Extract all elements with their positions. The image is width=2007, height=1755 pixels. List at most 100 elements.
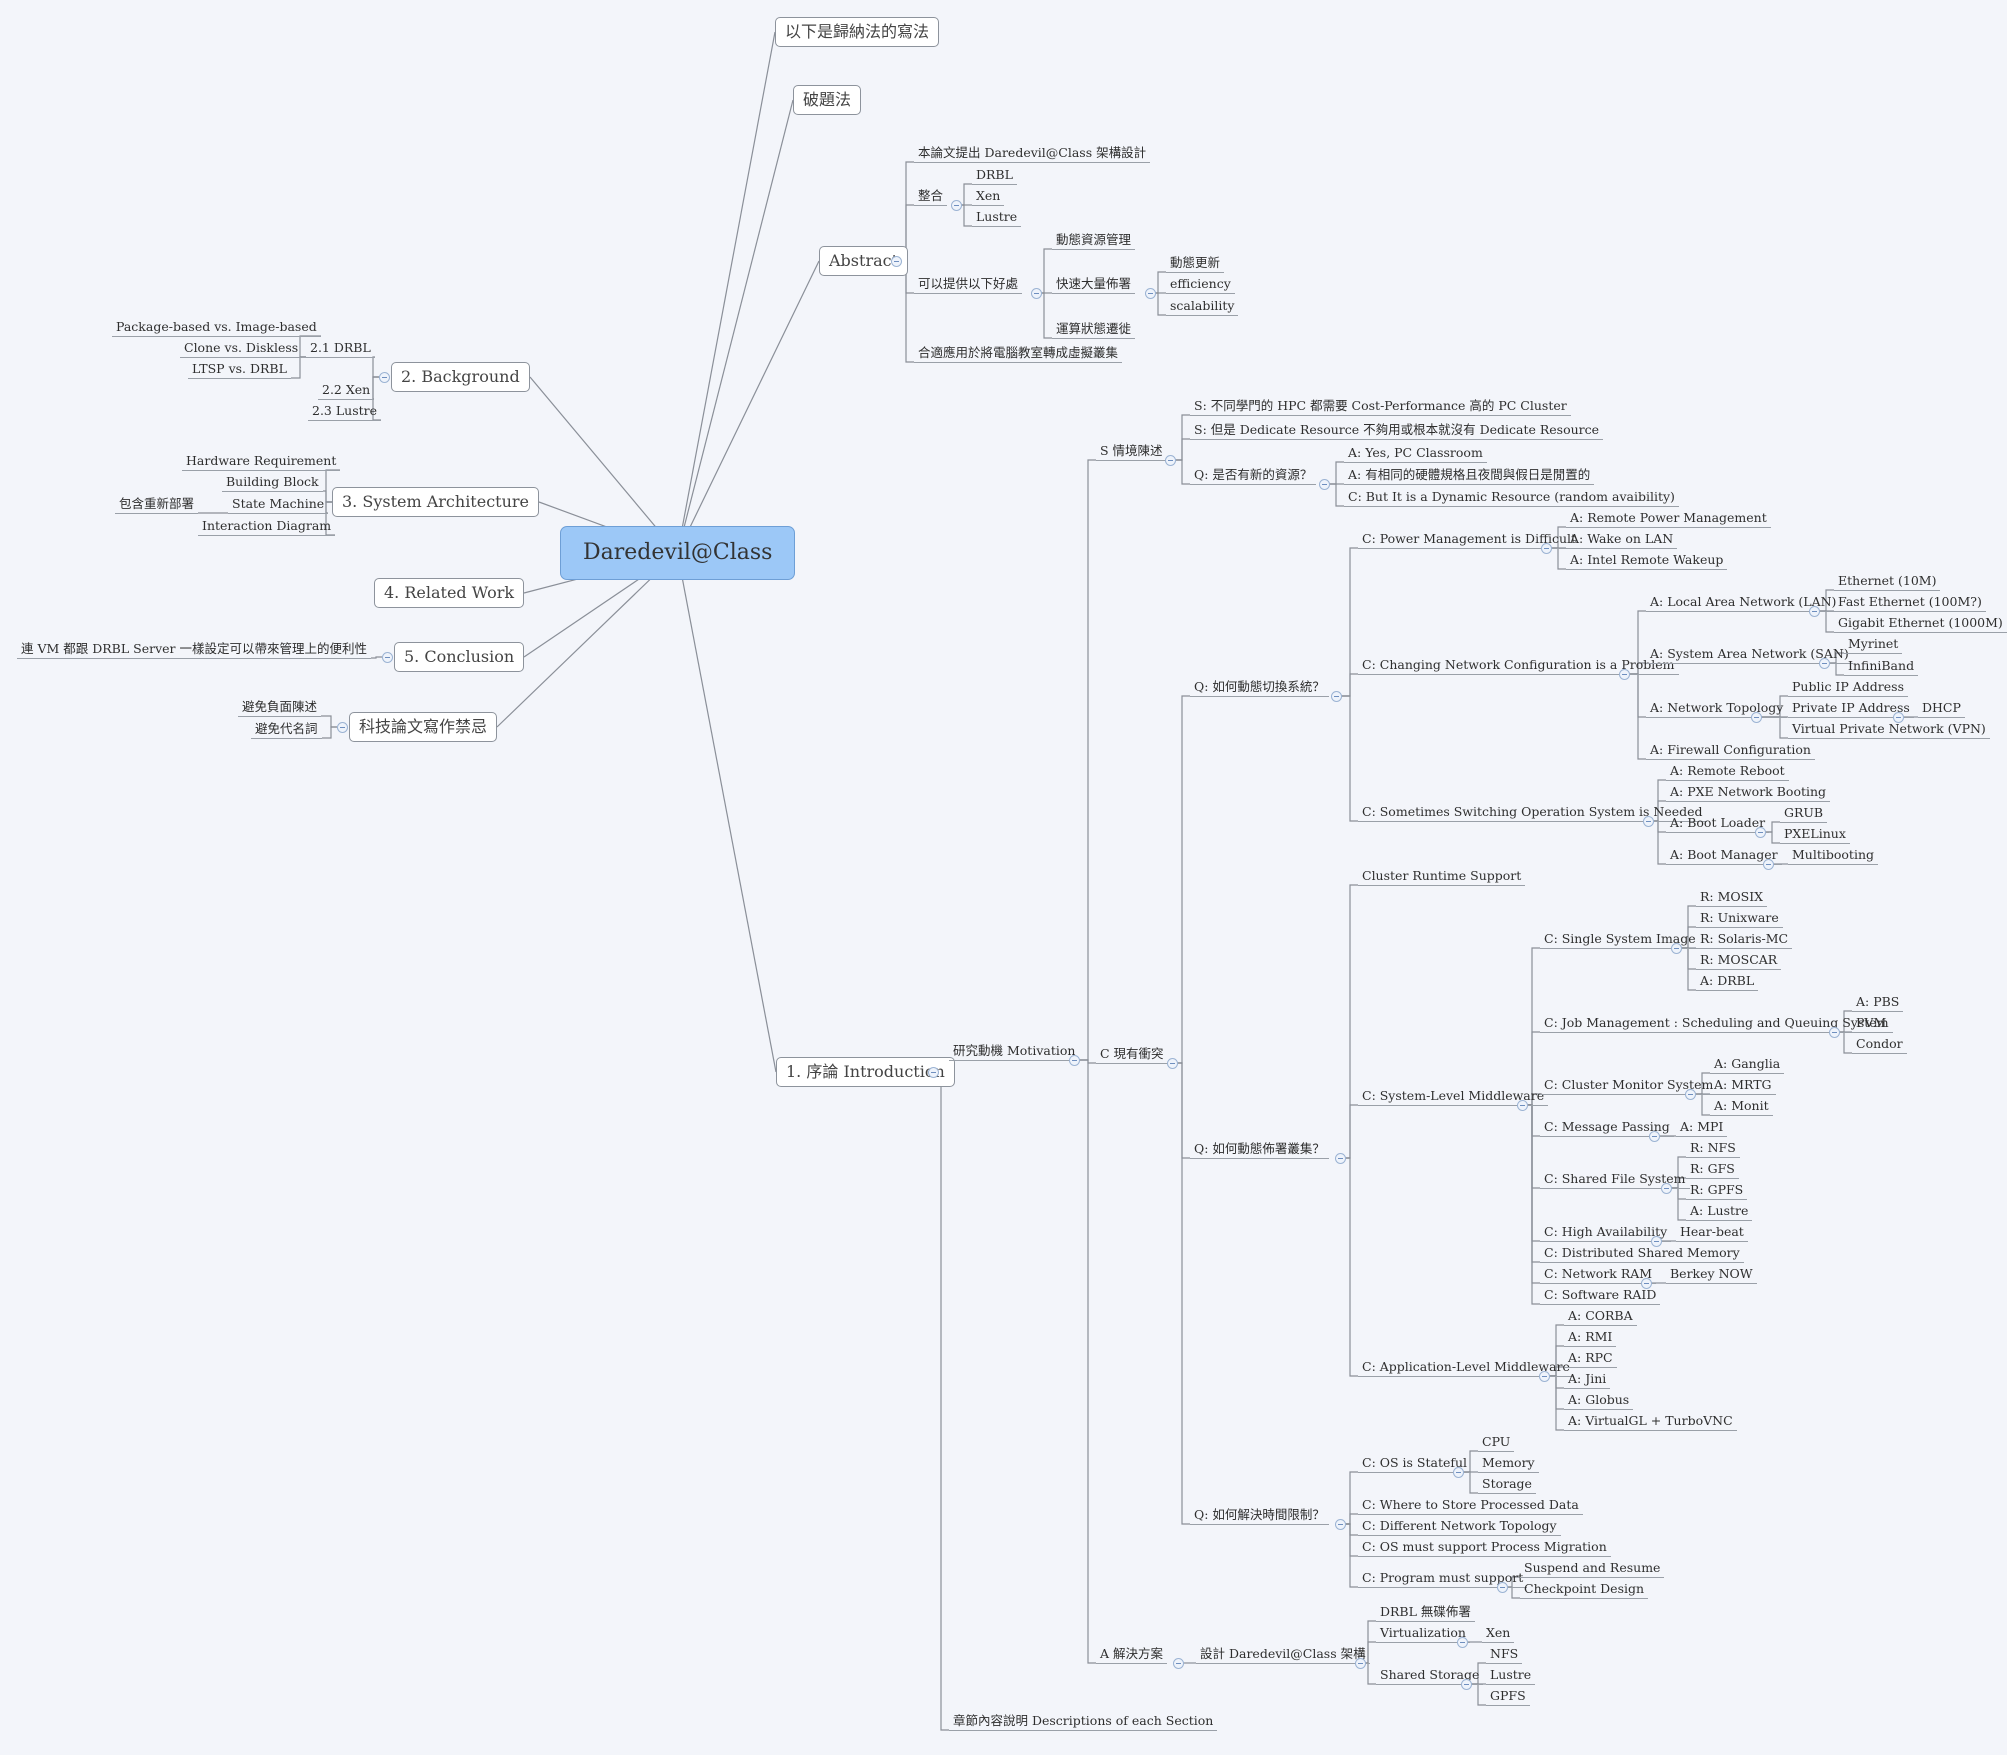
os-pxe-booting[interactable]: A: PXE Network Booting — [1666, 784, 1831, 802]
collapse-toggle-icon[interactable] — [1335, 1519, 1346, 1530]
situation-s1[interactable]: S: 不同學門的 HPC 都需要 Cost-Performance 高的 PC … — [1190, 398, 1571, 416]
storage-lustre[interactable]: Lustre — [1486, 1667, 1536, 1685]
slm-network-ram[interactable]: C: Network RAM — [1540, 1266, 1657, 1284]
collapse-toggle-icon[interactable] — [1619, 669, 1630, 680]
q1-switch-os[interactable]: C: Sometimes Switching Operation System … — [1358, 804, 1707, 822]
bootloader-pxelinux[interactable]: PXELinux — [1780, 826, 1850, 844]
net-firewall[interactable]: A: Firewall Configuration — [1646, 742, 1815, 760]
arch-state-machine[interactable]: State Machine — [228, 496, 329, 514]
topology-private-ip[interactable]: Private IP Address — [1788, 700, 1914, 718]
collapse-toggle-icon[interactable] — [1335, 1153, 1346, 1164]
topic-related-work[interactable]: 4. Related Work — [374, 578, 525, 608]
slm-job-management[interactable]: C: Job Management : Scheduling and Queui… — [1540, 1015, 1893, 1033]
topic-introduction[interactable]: 1. 序論 Introduction — [776, 1057, 955, 1087]
abstract-dynamic-update[interactable]: 動態更新 — [1166, 255, 1225, 273]
q2-application-middleware[interactable]: C: Application-Level Middleware — [1358, 1359, 1574, 1377]
bootloader-grub[interactable]: GRUB — [1780, 805, 1828, 823]
collapse-toggle-icon[interactable] — [1643, 816, 1654, 827]
abstract-dynamic-resource[interactable]: 動態資源管理 — [1052, 232, 1136, 250]
job-pbs[interactable]: A: PBS — [1852, 994, 1904, 1012]
topology-vpn[interactable]: Virtual Private Network (VPN) — [1788, 721, 1990, 739]
slm-message-passing[interactable]: C: Message Passing — [1540, 1119, 1674, 1137]
collapse-toggle-icon[interactable] — [1461, 1679, 1472, 1690]
abstract-migration[interactable]: 運算狀態遷徙 — [1052, 321, 1136, 339]
virt-xen[interactable]: Xen — [1482, 1625, 1515, 1643]
collapse-toggle-icon[interactable] — [1763, 859, 1774, 870]
situation-question[interactable]: Q: 是否有新的資源？ — [1190, 467, 1317, 485]
san-infiniband[interactable]: InfiniBand — [1844, 658, 1919, 676]
sfs-gfs[interactable]: R: GFS — [1686, 1161, 1739, 1179]
collapse-toggle-icon[interactable] — [1319, 479, 1330, 490]
slm-shared-file-system[interactable]: C: Shared File System — [1540, 1171, 1690, 1189]
collapse-toggle-icon[interactable] — [951, 200, 962, 211]
topic-background[interactable]: 2. Background — [391, 362, 530, 392]
q1-power-management[interactable]: C: Power Management is Difficult — [1358, 531, 1581, 549]
collapse-toggle-icon[interactable] — [1145, 288, 1156, 299]
background-drbl[interactable]: 2.1 DRBL — [306, 340, 375, 358]
situation-answer-2[interactable]: A: 有相同的硬體規格且夜間與假日是閒置的 — [1344, 467, 1595, 485]
slm-high-availability[interactable]: C: High Availability — [1540, 1224, 1672, 1242]
taboo-negative[interactable]: 避免負面陳述 — [238, 699, 322, 717]
os-remote-reboot[interactable]: A: Remote Reboot — [1666, 763, 1789, 781]
storage-nfs[interactable]: NFS — [1486, 1646, 1523, 1664]
net-topology[interactable]: A: Network Topology — [1646, 700, 1788, 718]
abstract-apply[interactable]: 合適應用於將電腦教室轉成虛擬叢集 — [914, 345, 1123, 363]
sfs-nfs[interactable]: R: NFS — [1686, 1140, 1740, 1158]
design-shared-storage[interactable]: Shared Storage — [1376, 1667, 1484, 1685]
arch-hardware-requirement[interactable]: Hardware Requirement — [182, 453, 341, 471]
arch-redeploy[interactable]: 包含重新部署 — [115, 496, 199, 514]
collapse-toggle-icon[interactable] — [337, 722, 348, 733]
slm-single-system-image[interactable]: C: Single System Image — [1540, 931, 1700, 949]
collapse-toggle-icon[interactable] — [1661, 1183, 1672, 1194]
design-virtualization[interactable]: Virtualization — [1376, 1625, 1470, 1643]
conflict-q-switch-system[interactable]: Q: 如何動態切換系統？ — [1190, 679, 1329, 697]
abstract-lustre[interactable]: Lustre — [972, 209, 1022, 227]
slm-cluster-monitor[interactable]: C: Cluster Monitor System — [1540, 1077, 1718, 1095]
net-san[interactable]: A: System Area Network (SAN) — [1646, 646, 1853, 664]
topic-opening-method[interactable]: 破題法 — [793, 85, 862, 115]
collapse-toggle-icon[interactable] — [1641, 1278, 1652, 1289]
collapse-toggle-icon[interactable] — [1541, 543, 1552, 554]
power-remote-management[interactable]: A: Remote Power Management — [1566, 510, 1771, 528]
stateful-cpu[interactable]: CPU — [1478, 1434, 1515, 1452]
situation-s2[interactable]: S: 但是 Dedicate Resource 不夠用或根本就沒有 Dedica… — [1190, 422, 1604, 440]
background-xen[interactable]: 2.2 Xen — [318, 382, 375, 400]
collapse-toggle-icon[interactable] — [382, 652, 393, 663]
motivation-situation[interactable]: S 情境陳述 — [1096, 443, 1167, 461]
nram-berkey-now[interactable]: Berkey NOW — [1666, 1266, 1757, 1284]
collapse-toggle-icon[interactable] — [1809, 606, 1820, 617]
background-lustre[interactable]: 2.3 Lustre — [308, 403, 382, 421]
design-drbl-diskless[interactable]: DRBL 無碟佈署 — [1376, 1604, 1475, 1622]
situation-conflict[interactable]: C: But It is a Dynamic Resource (random … — [1344, 489, 1679, 507]
collapse-toggle-icon[interactable] — [1165, 455, 1176, 466]
motivation-solution[interactable]: A 解決方案 — [1096, 1646, 1168, 1664]
collapse-toggle-icon[interactable] — [1031, 288, 1042, 299]
q2-system-middleware[interactable]: C: System-Level Middleware — [1358, 1088, 1549, 1106]
conflict-q-time-limit[interactable]: Q: 如何解決時間限制？ — [1190, 1507, 1329, 1525]
os-boot-loader[interactable]: A: Boot Loader — [1666, 815, 1770, 833]
collapse-toggle-icon[interactable] — [1685, 1089, 1696, 1100]
background-package-vs-image[interactable]: Package-based vs. Image-based — [112, 319, 321, 337]
program-suspend-resume[interactable]: Suspend and Resume — [1520, 1560, 1665, 1578]
abstract-benefits[interactable]: 可以提供以下好處 — [914, 276, 1023, 294]
collapse-toggle-icon[interactable] — [1167, 1058, 1178, 1069]
lan-ethernet-10m[interactable]: Ethernet (10M) — [1834, 573, 1941, 591]
stateful-memory[interactable]: Memory — [1478, 1455, 1539, 1473]
slm-software-raid[interactable]: C: Software RAID — [1540, 1287, 1661, 1305]
root-topic[interactable]: Daredevil@Class — [560, 526, 796, 580]
lan-gigabit-ethernet[interactable]: Gigabit Ethernet (1000M) — [1834, 615, 2007, 633]
alm-virtualgl[interactable]: A: VirtualGL + TurboVNC — [1564, 1413, 1737, 1431]
situation-answer-1[interactable]: A: Yes, PC Classroom — [1344, 445, 1487, 463]
topic-system-architecture[interactable]: 3. System Architecture — [332, 487, 540, 517]
arch-building-block[interactable]: Building Block — [222, 474, 323, 492]
conclusion-item[interactable]: 連 VM 都跟 DRBL Server 一樣設定可以帶來管理上的便利性 — [17, 641, 371, 659]
abstract-xen[interactable]: Xen — [972, 188, 1005, 206]
topic-writing-taboos[interactable]: 科技論文寫作禁忌 — [349, 712, 498, 742]
collapse-toggle-icon[interactable] — [1671, 943, 1682, 954]
lan-fast-ethernet[interactable]: Fast Ethernet (100M?) — [1834, 594, 1986, 612]
collapse-toggle-icon[interactable] — [1755, 827, 1766, 838]
collapse-toggle-icon[interactable] — [891, 256, 902, 267]
monitor-mrtg[interactable]: A: MRTG — [1710, 1077, 1776, 1095]
os-boot-manager[interactable]: A: Boot Manager — [1666, 847, 1782, 865]
topology-dhcp[interactable]: DHCP — [1918, 700, 1965, 718]
